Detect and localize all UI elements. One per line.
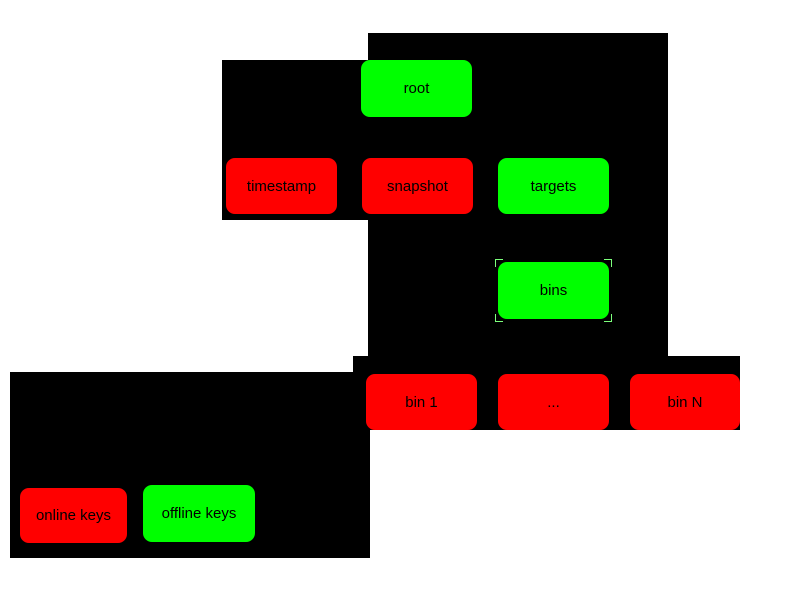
- node-targets[interactable]: targets: [498, 158, 609, 214]
- node-online-keys[interactable]: online keys: [20, 488, 127, 543]
- node-label-bin-n: bin N: [667, 393, 703, 411]
- node-label-root: root: [403, 80, 430, 97]
- node-label-offline-keys: offline keys: [161, 505, 237, 522]
- node-bin-1[interactable]: bin 1: [366, 374, 477, 430]
- node-label-targets: targets: [530, 177, 577, 195]
- node-label-bins: bins: [539, 282, 568, 299]
- node-bin-ellipsis[interactable]: ...: [498, 374, 609, 430]
- node-label-bin-1: bin 1: [405, 393, 438, 411]
- node-label-timestamp: timestamp: [246, 177, 317, 195]
- node-bins[interactable]: bins: [495, 259, 612, 322]
- node-timestamp[interactable]: timestamp: [226, 158, 337, 214]
- node-label-bin-ellipsis: ...: [547, 393, 560, 411]
- node-offline-keys[interactable]: offline keys: [143, 485, 255, 542]
- node-label-online-keys: online keys: [35, 507, 112, 524]
- node-root[interactable]: root: [361, 60, 472, 117]
- node-label-snapshot: snapshot: [387, 177, 448, 195]
- node-snapshot[interactable]: snapshot: [362, 158, 473, 214]
- node-bin-n[interactable]: bin N: [630, 374, 740, 430]
